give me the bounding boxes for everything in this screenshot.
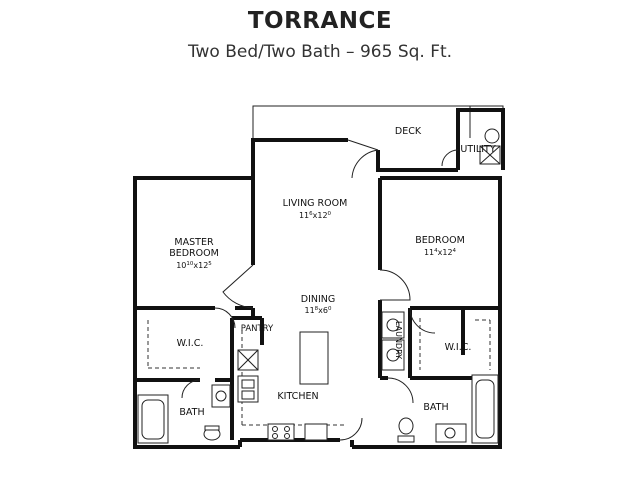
bedroom-dims: 114x124 (424, 248, 457, 257)
bedroom-label: BEDROOM (415, 235, 465, 246)
kitchen-island (299, 331, 329, 385)
bath-left-fixtures (137, 384, 231, 444)
plan-subtitle: Two Bed/Two Bath – 965 Sq. Ft. (187, 42, 453, 62)
bath-left-label: BATH (179, 407, 204, 418)
wic-right-label: W.I.C. (445, 342, 472, 353)
bath-right-fixtures (397, 374, 499, 444)
door-swings (181, 139, 459, 441)
bath-right-label: BATH (423, 402, 448, 413)
kitchen-fixtures (237, 349, 328, 441)
master-bedroom-label-2: BEDROOM (169, 248, 219, 259)
laundry-fixtures (381, 311, 405, 371)
pantry-label: PANTRY (241, 324, 274, 334)
utility-fixtures (479, 128, 501, 165)
plan-title: TORRANCE (247, 8, 393, 34)
exterior-walls (133, 108, 505, 449)
master-bedroom-dims: 1010x125 (176, 261, 212, 270)
interior-walls (135, 178, 500, 440)
master-bedroom-label-1: MASTER (174, 237, 214, 248)
dining-label: DINING (301, 294, 336, 305)
dining-dims: 118x60 (304, 306, 332, 315)
wic-left-label: W.I.C. (177, 338, 204, 349)
kitchen-label: KITCHEN (277, 391, 318, 402)
laundry-label: LAUNDRY (394, 321, 403, 359)
utility-label: UTILITY (460, 144, 495, 155)
living-room-dims: 116x120 (299, 211, 332, 220)
living-room-label: LIVING ROOM (283, 198, 348, 209)
deck-label: DECK (395, 126, 422, 137)
